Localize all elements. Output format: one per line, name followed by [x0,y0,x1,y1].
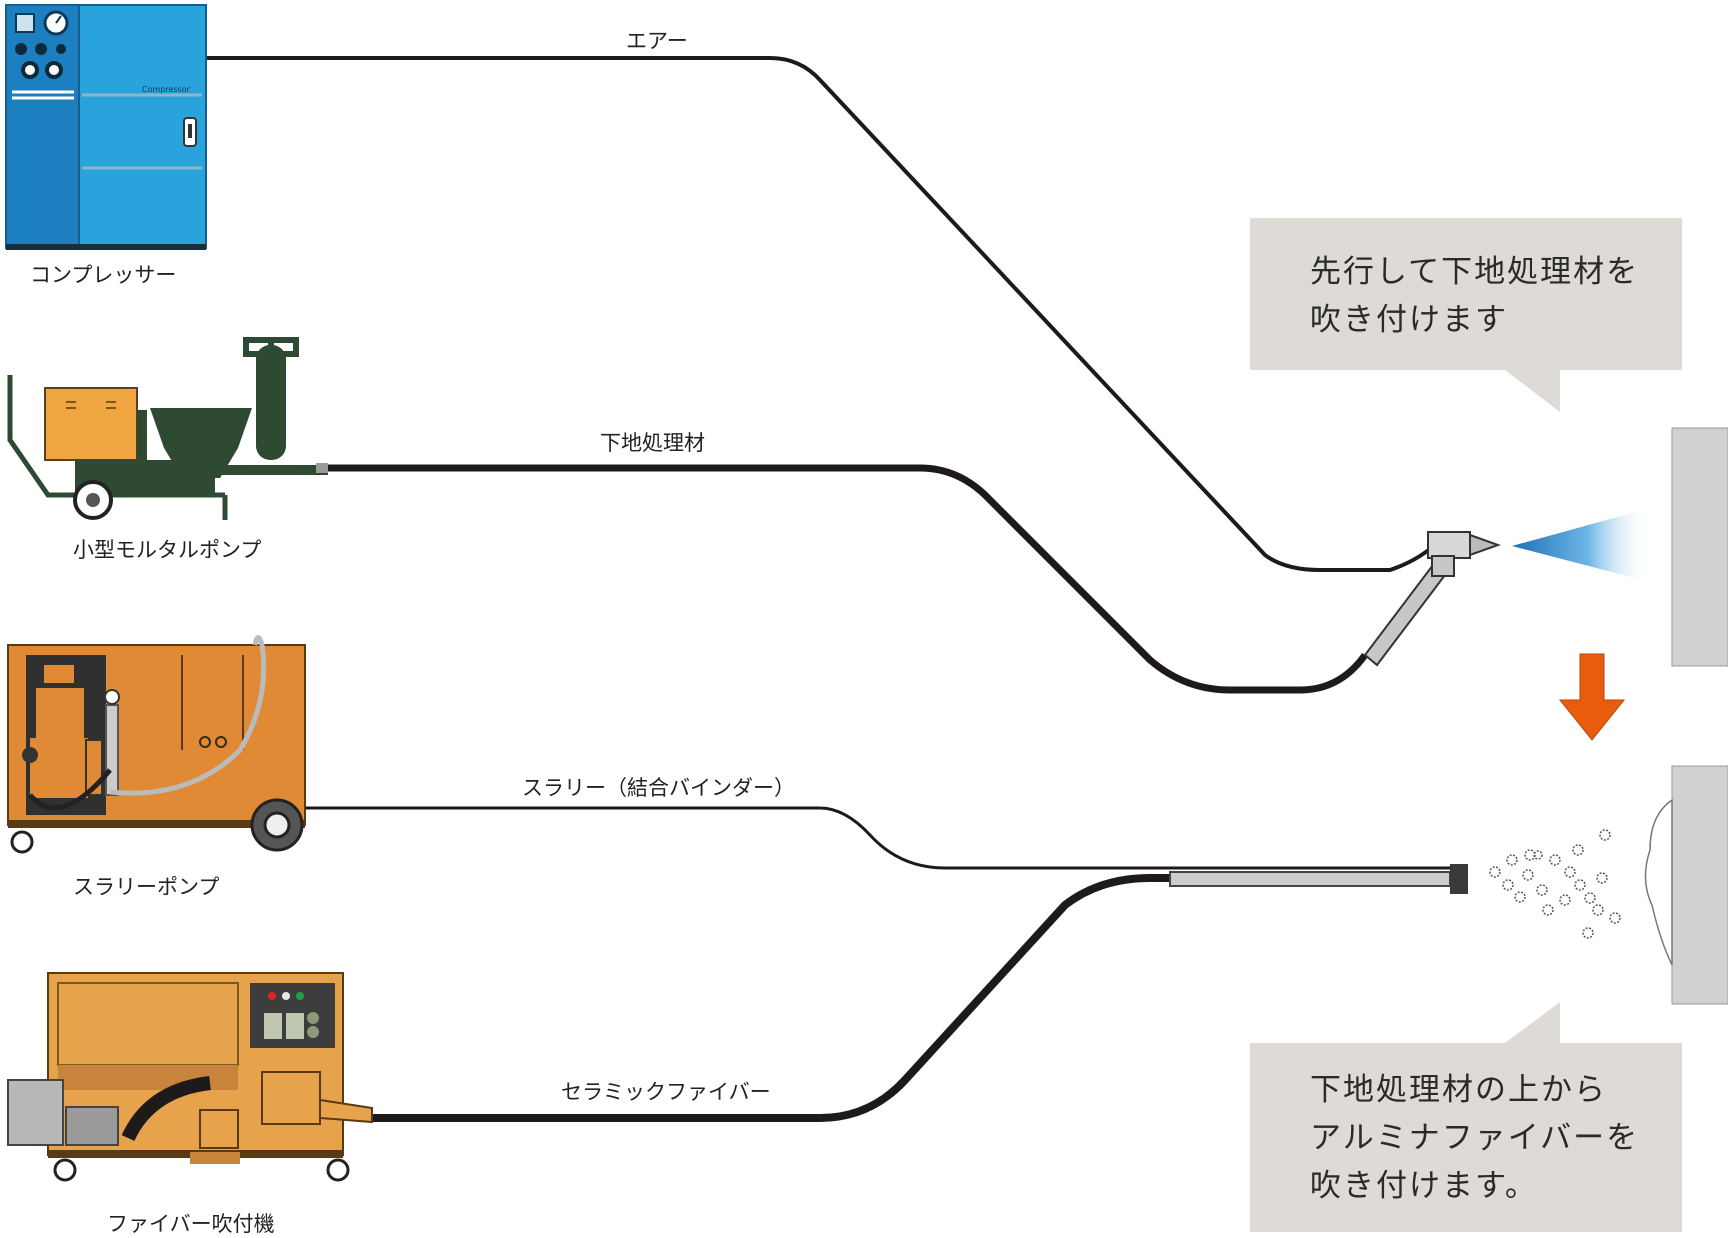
compressor: Compressor [5,4,207,250]
callout-step1-line1: 先行して下地処理材を [1310,254,1640,290]
fiber-particles [1489,829,1621,939]
callout-step2-text: 下地処理材の上から アルミナファイバーを 吹き付けます。 [1310,1066,1639,1210]
mortar-pump [7,337,328,520]
fiber-spray-nozzle [1169,864,1468,894]
callout-step2-line2: アルミナファイバーを [1310,1120,1640,1156]
slurry-hose [300,806,1460,870]
fiber-layer [1644,798,1673,966]
callout-step1-line2: 吹き付けます [1310,302,1508,338]
primer-spray-gun [1363,531,1501,667]
compressor-label: コンプレッサー [30,263,177,287]
callout-step1-text: 先行して下地処理材を 吹き付けます [1310,248,1639,344]
slurry-hose-label: スラリー（結合バインダー） [522,776,795,800]
callout-step2-line1: 下地処理材の上から [1310,1072,1607,1108]
callout-step2-line3: 吹き付けます。 [1310,1168,1538,1204]
fiber-hose [372,874,1172,1122]
fiber-spray-machine [7,972,373,1182]
air-hose [206,56,1442,572]
slurry-pump-label: スラリーポンプ [73,875,220,899]
fiber-hose-label: セラミックファイバー [561,1080,771,1104]
slurry-pump [7,635,306,854]
primer-hose [325,464,1368,694]
wall-bottom [1671,765,1728,1005]
fiber-machine-label: ファイバー吹付機 [107,1212,275,1236]
callout-bubble-step2 [1250,1002,1682,1232]
wall-top [1671,427,1728,667]
blue-spray-cone [1512,508,1650,582]
primer-hose-label: 下地処理材 [600,431,705,455]
process-arrow [1558,653,1626,741]
mortar-pump-label: 小型モルタルポンプ [73,538,262,562]
compressor-brand-text: Compressor [142,85,191,94]
callout-bubble-step1 [1250,218,1682,412]
air-hose-label: エアー [626,29,688,53]
